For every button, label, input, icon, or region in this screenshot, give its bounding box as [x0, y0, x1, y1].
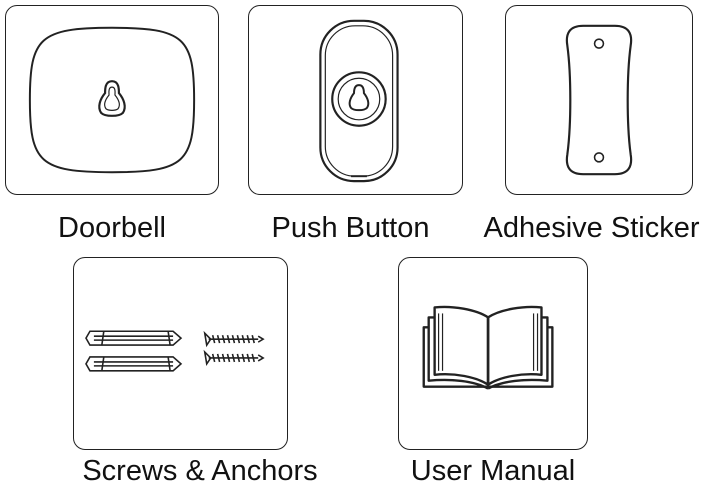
adhesive-sticker-card [505, 5, 693, 195]
adhesive-sticker-label: Adhesive Sticker [483, 212, 700, 244]
screw-icon [203, 349, 265, 366]
push-button-label: Push Button [271, 212, 430, 244]
doorbell-icon [28, 26, 196, 174]
user-manual-card [398, 257, 588, 450]
anchor-icon [85, 330, 183, 346]
user-manual-label: User Manual [410, 455, 576, 487]
doorbell-label: Doorbell [58, 212, 166, 244]
push-button-icon [319, 19, 399, 183]
anchor-icon [85, 356, 183, 372]
user-manual-icon [422, 305, 554, 390]
doorbell-card [5, 5, 219, 195]
screws-anchors-label: Screws & Anchors [82, 455, 318, 487]
push-button-card [248, 5, 463, 195]
screws-anchors-card [73, 257, 288, 450]
screw-icon [203, 330, 265, 348]
adhesive-sticker-icon [565, 24, 633, 176]
screws-anchors-icon [85, 330, 265, 372]
